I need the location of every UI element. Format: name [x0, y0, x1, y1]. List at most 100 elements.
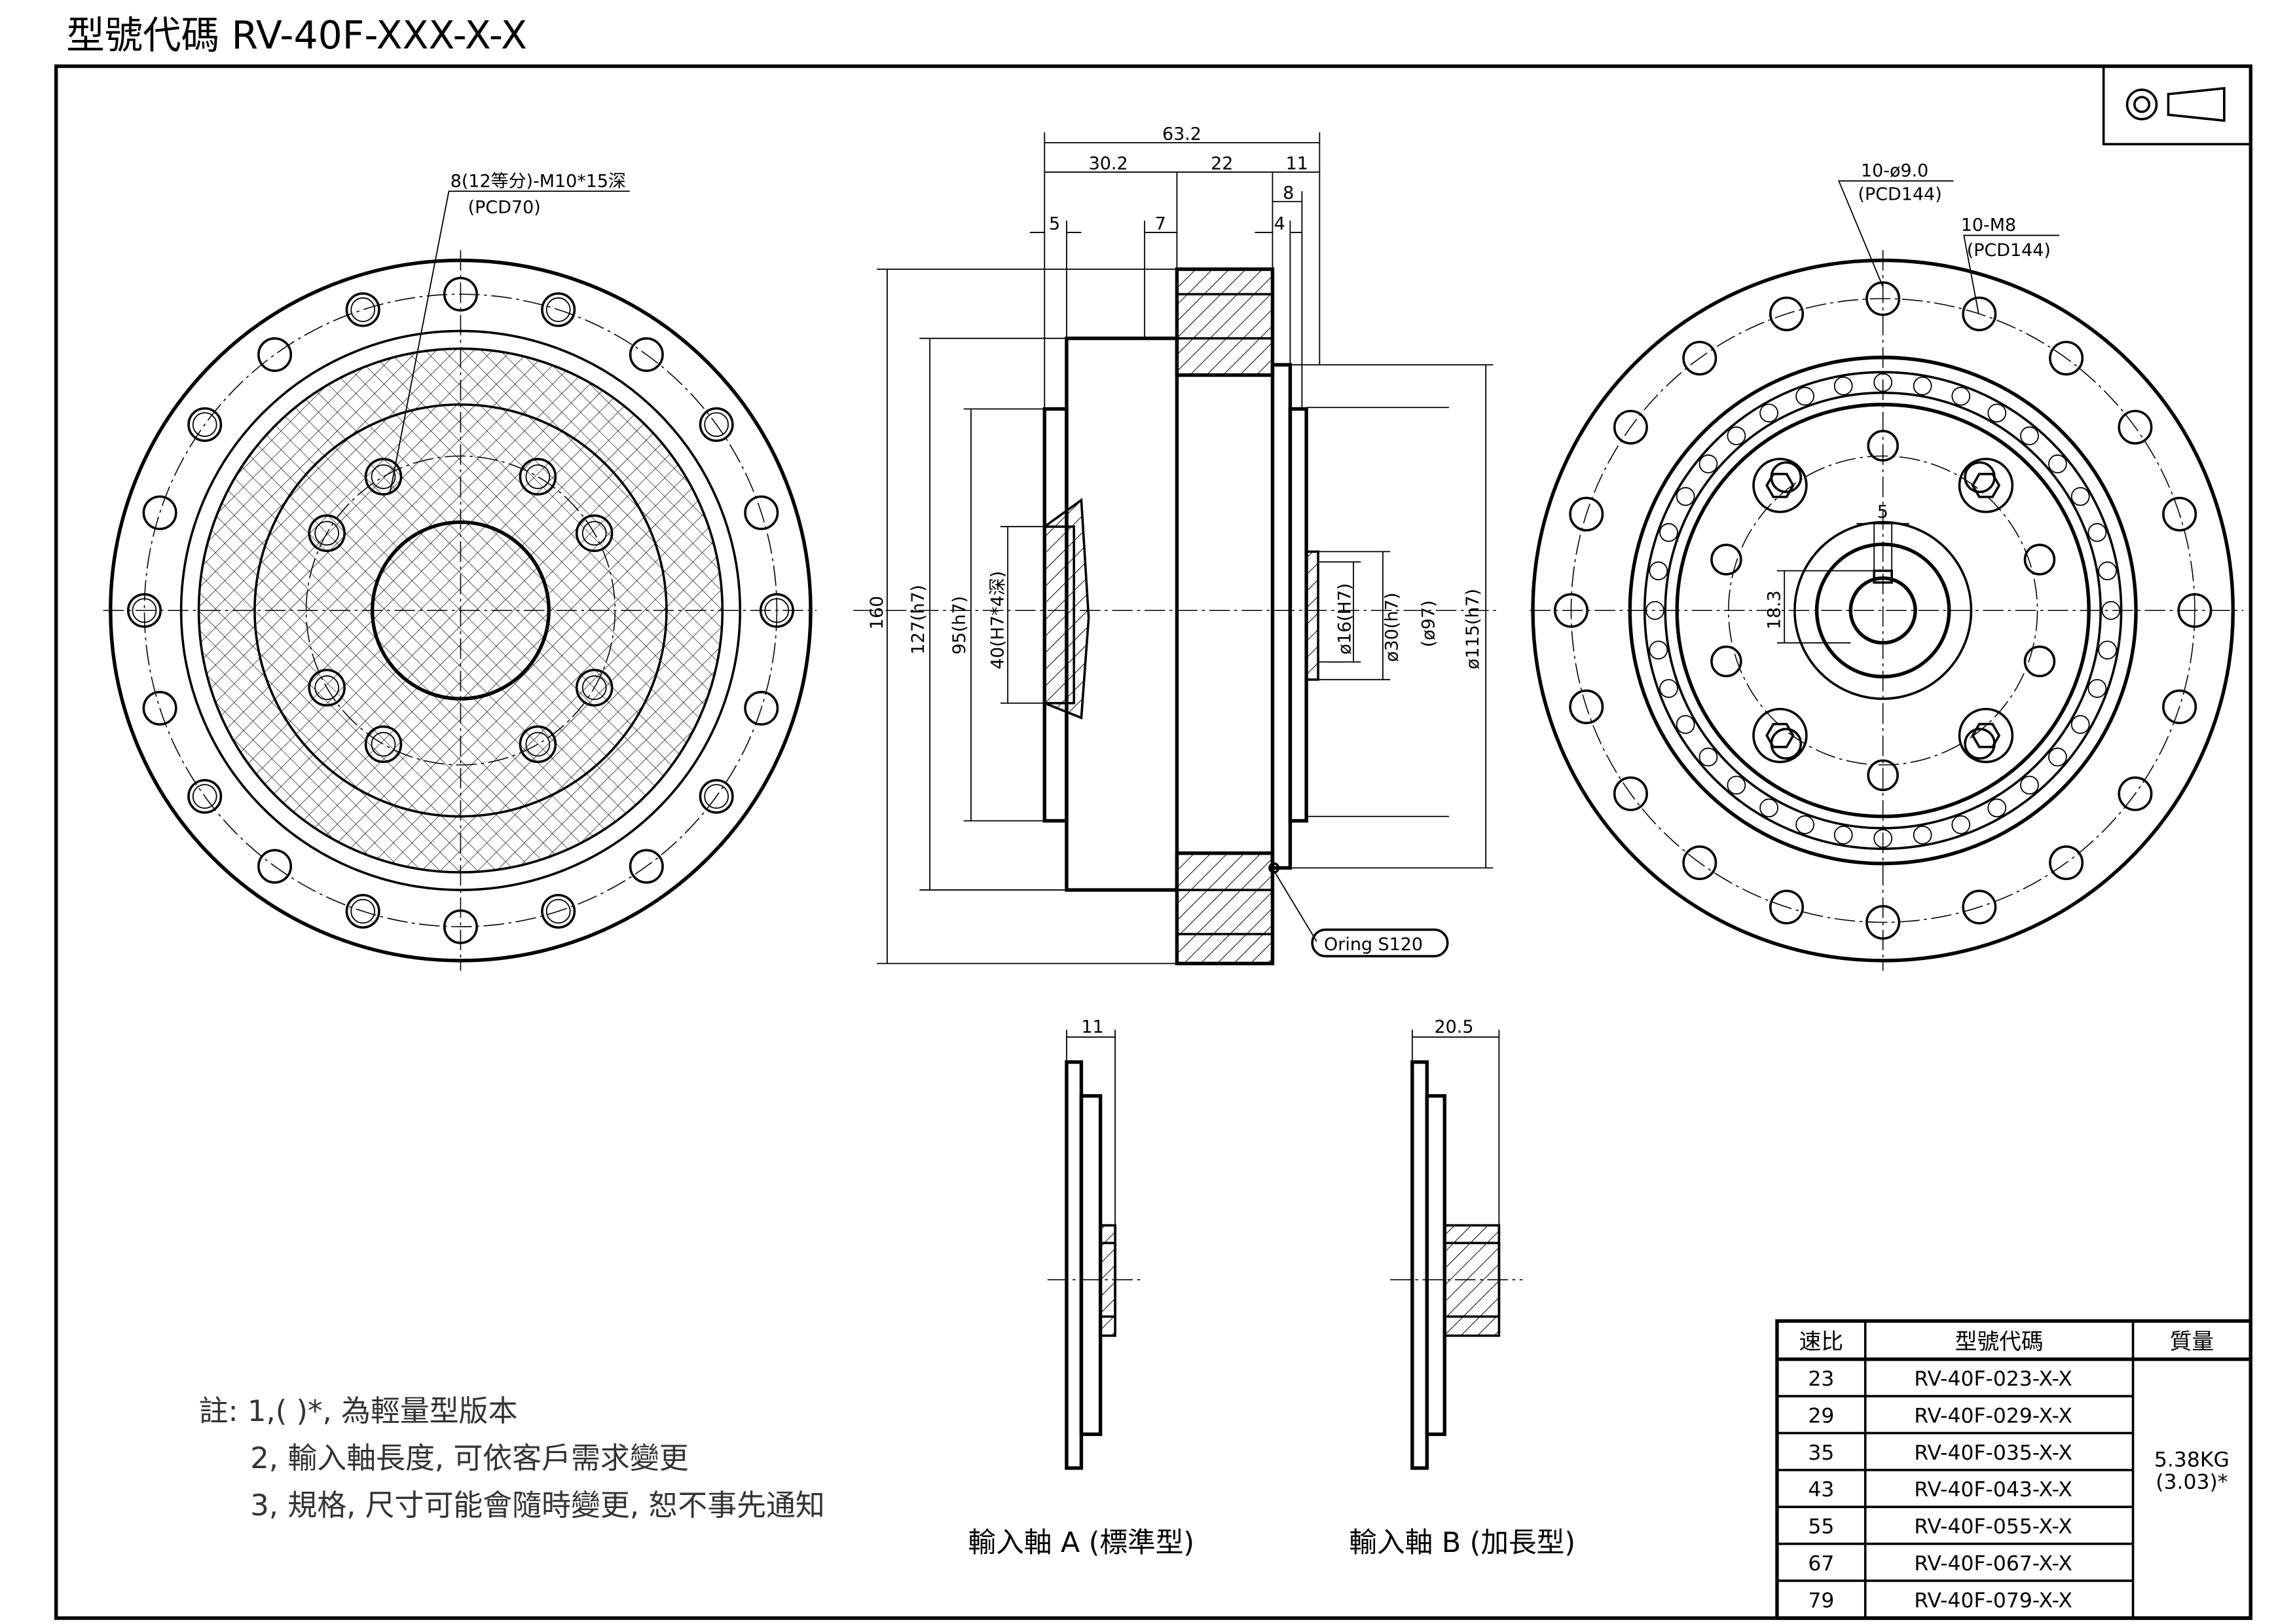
crank-bearing [1752, 707, 1808, 764]
pin-roller [2048, 454, 2067, 473]
shaft-a-dim: 11 [1081, 1017, 1103, 1037]
flange-hole [629, 337, 664, 373]
pin-roller [1833, 376, 1853, 396]
third-angle-projection-icon [2102, 65, 2252, 145]
carrier-hole [1710, 544, 1742, 576]
dim-127: 127(h7) [908, 585, 928, 655]
header-code: 型號代碼 [1955, 1329, 2044, 1354]
ratio-cell: 35 [1808, 1441, 1834, 1465]
pin-roller [2087, 678, 2107, 698]
dim-4: 4 [1274, 213, 1285, 234]
dim-22: 22 [1211, 153, 1233, 174]
carrier-hole [1770, 461, 1803, 493]
side-section-view: 63.2 30.2 22 11 8 5 7 4 160 127(h7) 95(h… [853, 124, 1501, 966]
dim-d97: (ø97) [1419, 600, 1439, 648]
thread-hole [545, 898, 571, 924]
flange-hole [1553, 593, 1588, 628]
pin-roller [1873, 829, 1893, 848]
pin-roller [1873, 373, 1893, 392]
flange-hole [1865, 281, 1901, 316]
pin-roller [2048, 747, 2067, 767]
pin-roller [1759, 798, 1778, 818]
pin-roller [1727, 775, 1746, 795]
pin-roller [2020, 775, 2039, 795]
pin-roller [1649, 561, 1668, 581]
drawing-title: 型號代碼 RV-40F-XXX-X-X [66, 13, 527, 58]
ratio-cell: 55 [1808, 1515, 1834, 1539]
pin-roller [1951, 815, 1971, 834]
carrier-hole [1710, 645, 1742, 678]
tapped-hole [575, 669, 614, 707]
hex-socket-icon [1765, 472, 1795, 498]
carrier-hole [1964, 461, 1996, 493]
pin-roller [2098, 561, 2117, 581]
front-callout-pcd: (PCD70) [468, 198, 541, 218]
flange-hole [1569, 496, 1604, 532]
notes: 註: 1,( )*, 為輕量型版本 2, 輸入軸長度, 可依客戶需求變更 3, … [199, 1393, 825, 1522]
model-code-cell: RV-40F-055-X-X [1914, 1515, 2072, 1539]
pin-roller [2020, 426, 2039, 445]
note-2: 2, 輸入軸長度, 可依客戶需求變更 [250, 1441, 688, 1475]
dim-160: 160 [867, 596, 887, 629]
carrier-hole [1770, 728, 1803, 760]
ratio-cell: 43 [1808, 1478, 1834, 1502]
oring-label: Oring S120 [1324, 934, 1423, 955]
dim-d30: ø30(h7) [1382, 593, 1402, 662]
note-1: 註: 1,( )*, 為輕量型版本 [199, 1393, 518, 1428]
thread-hole [350, 898, 376, 924]
model-code-cell: RV-40F-023-X-X [1914, 1367, 2072, 1391]
sheet-border [54, 64, 2252, 1620]
pin-roller [2087, 523, 2107, 542]
rear-callout-thru-holes: 10-ø9.0 [1861, 161, 1928, 181]
flange-hole [2049, 845, 2084, 881]
pin-roller [1987, 798, 2007, 818]
flange-hole [1613, 776, 1648, 811]
flange-hole [759, 593, 794, 628]
input-shaft-a: 11 輸入軸 A (標準型) [968, 1017, 1194, 1559]
dim-95: 95(h7) [949, 596, 970, 655]
rear-callout-thru-pcd: (PCD144) [1858, 185, 1942, 205]
flange-hole [744, 690, 779, 726]
pin-roller [1676, 487, 1695, 506]
rear-callout-thread-pcd: (PCD144) [1967, 240, 2051, 261]
flange-hole [699, 779, 734, 814]
crank-bearing [1958, 707, 2014, 764]
pin-roller [1727, 426, 1746, 445]
tapped-hole [364, 458, 403, 496]
ratio-cell: 23 [1808, 1367, 1834, 1391]
key-height-dim: 18.3 [1764, 590, 1784, 629]
pin-roller [1913, 825, 1932, 845]
tapped-hole-inner [314, 521, 340, 546]
dim-40: 40(H7*4深) [987, 571, 1008, 669]
flange-hole [541, 292, 576, 327]
flange-hole [1682, 341, 1717, 376]
pin-roller [1913, 376, 1932, 396]
tapped-hole [308, 669, 346, 707]
shaft-b-label: 輸入軸 B (加長型) [1349, 1526, 1575, 1559]
flange-hole [345, 894, 380, 929]
carrier-hole [1867, 759, 1899, 792]
tapped-hole [519, 458, 557, 496]
pin-roller [2070, 487, 2090, 506]
mass-value: 5.38KG [2154, 1449, 2230, 1472]
pin-roller [2101, 600, 2121, 620]
flange-hole [2118, 776, 2153, 811]
tapped-hole [519, 725, 557, 764]
flange-hole [2118, 409, 2153, 445]
flange-hole [1962, 889, 1997, 925]
tapped-hole [364, 725, 403, 764]
thread-hole [192, 412, 217, 437]
rear-callout-thread: 10-M8 [1961, 215, 2016, 236]
flange-hole [744, 495, 779, 530]
flange-hole [1769, 889, 1805, 925]
pin-roller [1698, 747, 1718, 767]
rear-view: 5 18.3 10-ø9.0 (PCD144) 10-M8 (PCD144) [1530, 161, 2244, 971]
thread-hole [764, 598, 790, 623]
flange-hole [443, 909, 478, 944]
dim-5: 5 [1049, 213, 1060, 234]
mass-light-value: (3.03)* [2156, 1470, 2228, 1494]
flange-hole [2177, 593, 2212, 628]
model-code-cell: RV-40F-029-X-X [1914, 1404, 2072, 1428]
